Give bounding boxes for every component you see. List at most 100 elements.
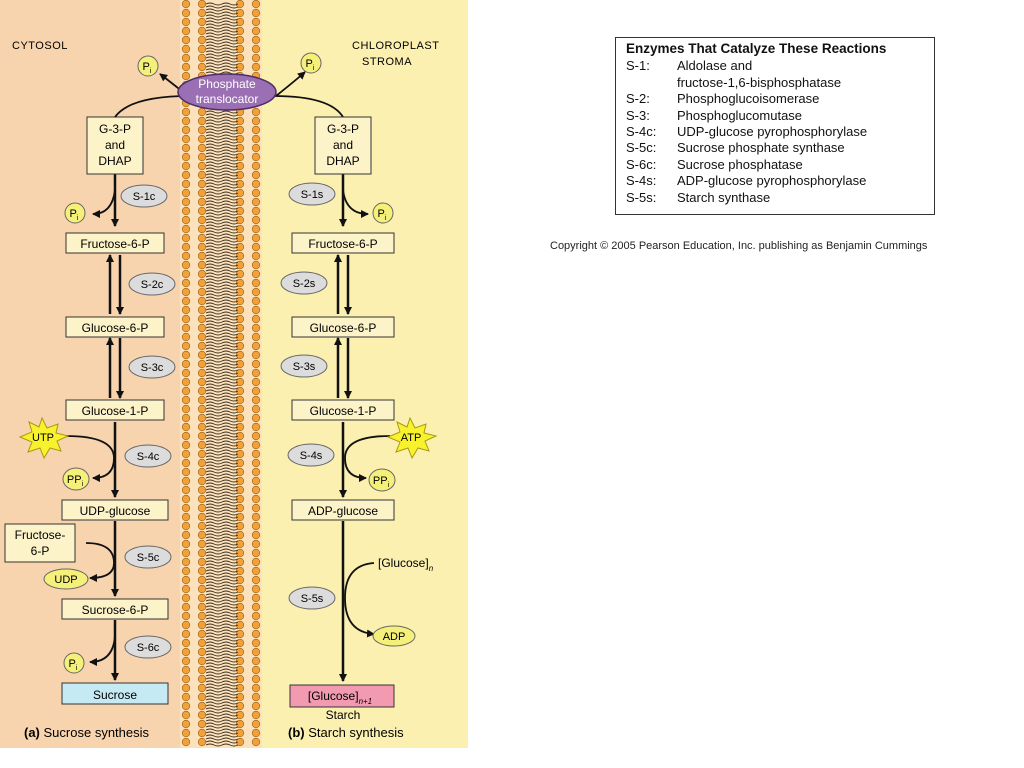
lipid-tail xyxy=(205,200,239,204)
svg-text:Phosphate: Phosphate xyxy=(198,77,256,91)
lipid-tail xyxy=(205,740,239,744)
lipid-head xyxy=(235,305,245,315)
lipid-head xyxy=(251,674,261,684)
lipid-head xyxy=(181,107,191,117)
lipid-head xyxy=(197,521,207,531)
lipid-head xyxy=(181,341,191,351)
lipid-head xyxy=(197,557,207,567)
lipid-head xyxy=(197,395,207,405)
lipid-head xyxy=(251,512,261,522)
lipid-head xyxy=(251,647,261,657)
lipid-head xyxy=(181,683,191,693)
lipid-head xyxy=(235,161,245,171)
legend-row: S-2:Phosphoglucoisomerase xyxy=(626,91,820,107)
lipid-tail xyxy=(205,455,239,459)
enzyme-s2c: S-2c xyxy=(128,272,176,296)
lipid-head xyxy=(251,584,261,594)
lipid-tail xyxy=(205,287,239,291)
lipid-head xyxy=(251,377,261,387)
svg-text:S-2s: S-2s xyxy=(293,278,316,290)
lipid-head xyxy=(235,197,245,207)
lipid-head xyxy=(181,611,191,621)
lipid-head xyxy=(235,674,245,684)
lipid-tail xyxy=(205,443,239,447)
lipid-tail xyxy=(205,2,239,6)
lipid-head xyxy=(251,179,261,189)
lipid-head xyxy=(197,422,207,432)
lipid-head xyxy=(251,719,261,729)
lipid-tail xyxy=(205,326,239,330)
lipid-head xyxy=(197,647,207,657)
svg-text:S-4s: S-4s xyxy=(300,450,323,462)
lipid-head xyxy=(235,143,245,153)
lipid-head xyxy=(197,107,207,117)
lipid-tail xyxy=(205,149,239,153)
lipid-tail xyxy=(205,692,239,696)
lipid-head xyxy=(235,584,245,594)
lipid-tail xyxy=(205,530,239,534)
lipid-tail xyxy=(205,617,239,621)
lipid-head xyxy=(251,143,261,153)
lipid-tail xyxy=(205,542,239,546)
lipid-tail xyxy=(205,305,239,309)
lipid-head xyxy=(181,620,191,630)
lipid-tail xyxy=(205,611,239,615)
lipid-head xyxy=(235,242,245,252)
lipid-head xyxy=(181,665,191,675)
lipid-tail xyxy=(205,497,239,501)
lipid-head xyxy=(197,485,207,495)
lipid-tail xyxy=(205,170,239,174)
enzyme-s5s: S-5s xyxy=(288,586,336,610)
lipid-head xyxy=(181,242,191,252)
lipid-head xyxy=(181,278,191,288)
lipid-tail xyxy=(205,419,239,423)
lipid-head xyxy=(181,647,191,657)
lipid-tail xyxy=(205,386,239,390)
lipid-tail xyxy=(205,662,239,666)
lipid-tail xyxy=(205,728,239,732)
lipid-head xyxy=(181,539,191,549)
lipid-tail xyxy=(205,590,239,594)
lipid-tail xyxy=(205,281,239,285)
legend-row: S-3:Phosphoglucomutase xyxy=(626,107,803,123)
lipid-head xyxy=(251,359,261,369)
lipid-head xyxy=(235,647,245,657)
lipid-head xyxy=(197,638,207,648)
lipid-head xyxy=(251,152,261,162)
lipid-head xyxy=(197,251,207,261)
lipid-head xyxy=(181,602,191,612)
lipid-head xyxy=(197,341,207,351)
c-fructose6p-box: Fructose-6-P xyxy=(65,232,165,254)
svg-text:6-P: 6-P xyxy=(31,544,50,558)
curve-s-atp-ppi xyxy=(344,435,391,482)
lipid-head xyxy=(197,665,207,675)
lipid-tail xyxy=(205,266,239,270)
lipid-tail xyxy=(205,707,239,711)
lipid-head xyxy=(197,440,207,450)
lipid-tail xyxy=(205,395,239,399)
phosphate-translocator: Phosphate translocator xyxy=(177,73,277,111)
lipid-tail xyxy=(205,635,239,639)
lipid-tail xyxy=(205,470,239,474)
lipid-head xyxy=(181,629,191,639)
lipid-head xyxy=(251,224,261,234)
svg-text:Pi: Pi xyxy=(306,58,315,72)
lipid-head xyxy=(235,251,245,261)
lipid-tail xyxy=(205,332,239,336)
lipid-head xyxy=(181,350,191,360)
lipid-tail xyxy=(205,206,239,210)
lipid-head xyxy=(197,566,207,576)
svg-text:ADP: ADP xyxy=(383,631,406,643)
lipid-head xyxy=(197,620,207,630)
lipid-head xyxy=(235,287,245,297)
lipid-head xyxy=(251,602,261,612)
lipid-tail xyxy=(205,584,239,588)
lipid-tail xyxy=(205,119,239,123)
lipid-head xyxy=(181,503,191,513)
lipid-head xyxy=(181,143,191,153)
lipid-tail xyxy=(205,734,239,738)
lipid-tail xyxy=(205,512,239,516)
lipid-tail xyxy=(205,365,239,369)
glucose-n-label: [Glucose]n xyxy=(378,556,434,573)
lipid-tail xyxy=(205,737,239,741)
